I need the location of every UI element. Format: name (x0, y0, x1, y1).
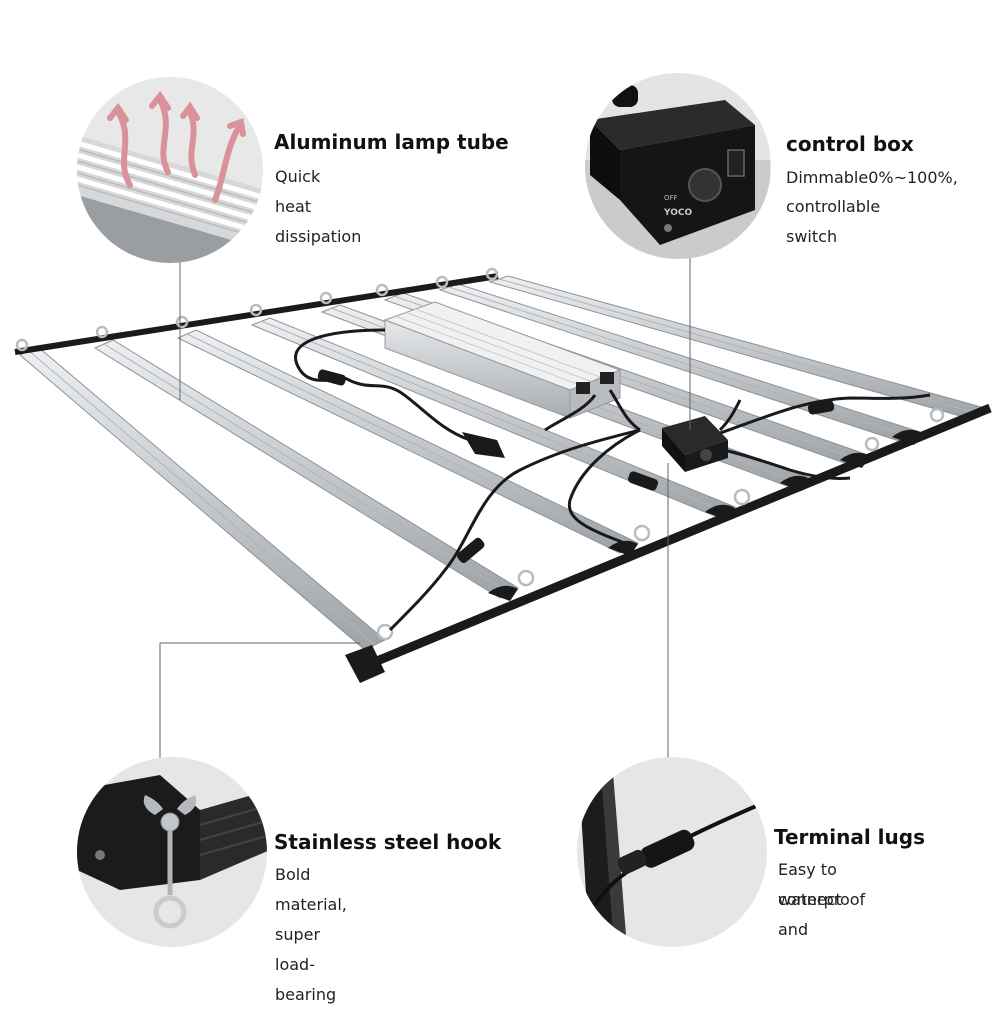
control-box-desc-line2: controllable switch (786, 197, 881, 246)
control-knob-off-label: OFF (664, 194, 678, 202)
heat-arrow-icons (107, 90, 246, 203)
terminal-lugs-title: Terminal lugs (774, 825, 925, 849)
zoom-circle-control-box: OFF YOCO (585, 73, 771, 259)
aluminum-tube-title: Aluminum lamp tube (274, 130, 509, 154)
terminal-lugs-desc-line1: Easy to connect and (778, 860, 842, 939)
cable-connectors (317, 369, 835, 563)
zoom-circle-stainless-hook (77, 757, 267, 947)
control-box-on-lamp (662, 416, 728, 472)
zoom-circle-terminal-lugs (577, 757, 767, 947)
led-driver-box (383, 301, 622, 419)
control-box-brand-label: YOCO (663, 208, 692, 218)
hook-rings (15, 267, 945, 641)
control-box-desc-line1: Dimmable0%~100%, (786, 168, 958, 187)
terminal-lugs-desc-line2: waterproof (778, 890, 866, 909)
leader-lines (159, 258, 691, 758)
hook-title: Stainless steel hook (274, 830, 502, 854)
zoom-circle-aluminum-tube (77, 77, 263, 263)
aluminum-tube-desc: Quick heat dissipation (275, 167, 362, 246)
control-box-title: control box (786, 132, 914, 156)
hook-desc: Bold material, super load-bearing (275, 865, 347, 1004)
